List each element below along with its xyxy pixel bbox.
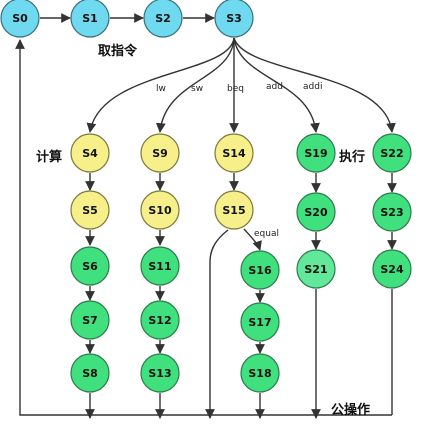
edge-label-addi: addi — [303, 82, 322, 92]
label-execute: 执行 — [339, 149, 365, 165]
node-label: S8 — [82, 367, 98, 380]
node-s11: S11 — [140, 246, 180, 286]
edge-return-s0 — [15, 39, 392, 416]
node-label: S1 — [82, 12, 98, 25]
node-label: S20 — [304, 206, 328, 219]
node-s1: S1 — [70, 0, 110, 38]
node-label: S7 — [82, 314, 98, 327]
node-label: S12 — [148, 314, 171, 327]
edge-s3-s9 — [155, 37, 235, 133]
edge-labels: lw sw beq add addi equal — [156, 82, 322, 239]
node-label: S23 — [380, 206, 403, 219]
node-label: S4 — [82, 147, 98, 160]
node-s23: S23 — [372, 192, 412, 232]
node-label: S21 — [304, 263, 327, 276]
label-common: 公操作 — [331, 402, 370, 418]
node-label: S22 — [380, 147, 403, 160]
edge-s3-s4 — [86, 37, 235, 133]
node-s5: S5 — [70, 190, 110, 230]
group-labels: 取指令 计算 执行 公操作 — [36, 43, 370, 418]
edge-s15-out — [205, 229, 229, 419]
node-s17: S17 — [240, 302, 280, 342]
edge-label-add: add — [266, 82, 283, 92]
node-s16: S16 — [240, 250, 280, 290]
node-s12: S12 — [140, 300, 180, 340]
edge-s3-s22 — [233, 37, 396, 133]
edge-s15-s16 — [243, 228, 262, 251]
node-s24: S24 — [372, 249, 412, 289]
node-s13: S13 — [140, 353, 180, 393]
node-s7: S7 — [70, 300, 110, 340]
node-label: S10 — [148, 204, 172, 217]
node-s4: S4 — [70, 133, 110, 173]
node-label: S6 — [82, 260, 98, 273]
node-s22: S22 — [372, 133, 412, 173]
node-s9: S9 — [140, 133, 180, 173]
nodes: S0 S1 S2 S3 S4 S5 S6 S7 S8 S9 S10 S11 S1… — [0, 0, 412, 393]
node-label: S19 — [304, 147, 327, 160]
edge-label-beq: beq — [227, 84, 244, 94]
node-s6: S6 — [70, 246, 110, 286]
node-s18: S18 — [240, 353, 280, 393]
node-label: S14 — [222, 147, 246, 160]
node-label: S2 — [155, 12, 171, 25]
node-s20: S20 — [296, 192, 336, 232]
node-label: S9 — [152, 147, 168, 160]
edges — [15, 13, 397, 419]
node-label: S5 — [82, 204, 98, 217]
node-s19: S19 — [296, 133, 336, 173]
node-s15: S15 — [214, 190, 254, 230]
node-s10: S10 — [140, 190, 180, 230]
node-s2: S2 — [143, 0, 183, 38]
node-s3: S3 — [214, 0, 254, 38]
node-label: S18 — [248, 367, 271, 380]
edge-label-lw: lw — [156, 84, 166, 94]
node-label: S11 — [148, 260, 171, 273]
edge-s3-s19 — [233, 37, 320, 133]
node-s14: S14 — [214, 133, 254, 173]
node-label: S17 — [248, 316, 271, 329]
node-s8: S8 — [70, 353, 110, 393]
node-label: S0 — [12, 12, 28, 25]
node-label: S16 — [248, 264, 272, 277]
node-label: S3 — [226, 12, 242, 25]
edge-label-sw: sw — [191, 84, 203, 94]
node-label: S15 — [222, 204, 245, 217]
node-label: S24 — [380, 263, 404, 276]
label-fetch: 取指令 — [98, 43, 138, 59]
label-compute: 计算 — [36, 149, 62, 165]
node-s21: S21 — [296, 249, 336, 289]
node-label: S13 — [148, 367, 171, 380]
node-s0: S0 — [0, 0, 40, 38]
edge-label-equal: equal — [254, 229, 279, 239]
